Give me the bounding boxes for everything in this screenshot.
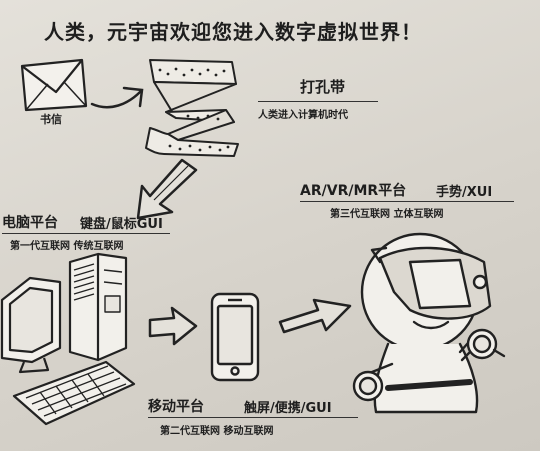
keyboard-icon	[12, 360, 136, 426]
punch-tape-title: 打孔带	[300, 78, 346, 96]
pc-tower-icon	[68, 252, 128, 362]
mobile-feature: 触屏/便携/GUI	[244, 401, 332, 416]
arrow-mobile-to-xr-icon	[278, 298, 352, 334]
xr-title: AR/VR/MR平台	[300, 183, 407, 199]
pc-subtitle: 第一代互联网 传统互联网	[10, 241, 124, 252]
page-title: 人类，元宇宙欢迎您进入数字虚拟世界！	[44, 20, 422, 44]
xr-subtitle: 第三代互联网 立体互联网	[330, 209, 444, 220]
pc-title: 电脑平台	[2, 215, 58, 231]
xr-feature: 手势/XUI	[436, 185, 493, 200]
punch-tape-subtitle: 人类进入计算机时代	[258, 110, 348, 121]
letter-label: 书信	[40, 113, 62, 126]
punch-tape-underline	[258, 101, 378, 102]
monitor-icon	[0, 276, 62, 374]
mobile-underline	[148, 417, 358, 418]
pc-feature: 键盘/鼠标GUI	[80, 217, 163, 232]
vr-character-icon	[352, 232, 506, 414]
mobile-subtitle: 第二代互联网 移动互联网	[160, 426, 274, 437]
pc-underline	[2, 233, 170, 234]
envelope-icon	[20, 58, 88, 112]
phone-icon	[210, 292, 260, 382]
arrow-letter-to-tape-icon	[90, 86, 144, 109]
mobile-title: 移动平台	[148, 399, 204, 415]
punch-tape-icon	[145, 59, 239, 157]
arrow-tape-to-pc-icon	[136, 158, 198, 220]
xr-underline	[300, 201, 514, 202]
arrow-pc-to-mobile-icon	[148, 306, 198, 346]
